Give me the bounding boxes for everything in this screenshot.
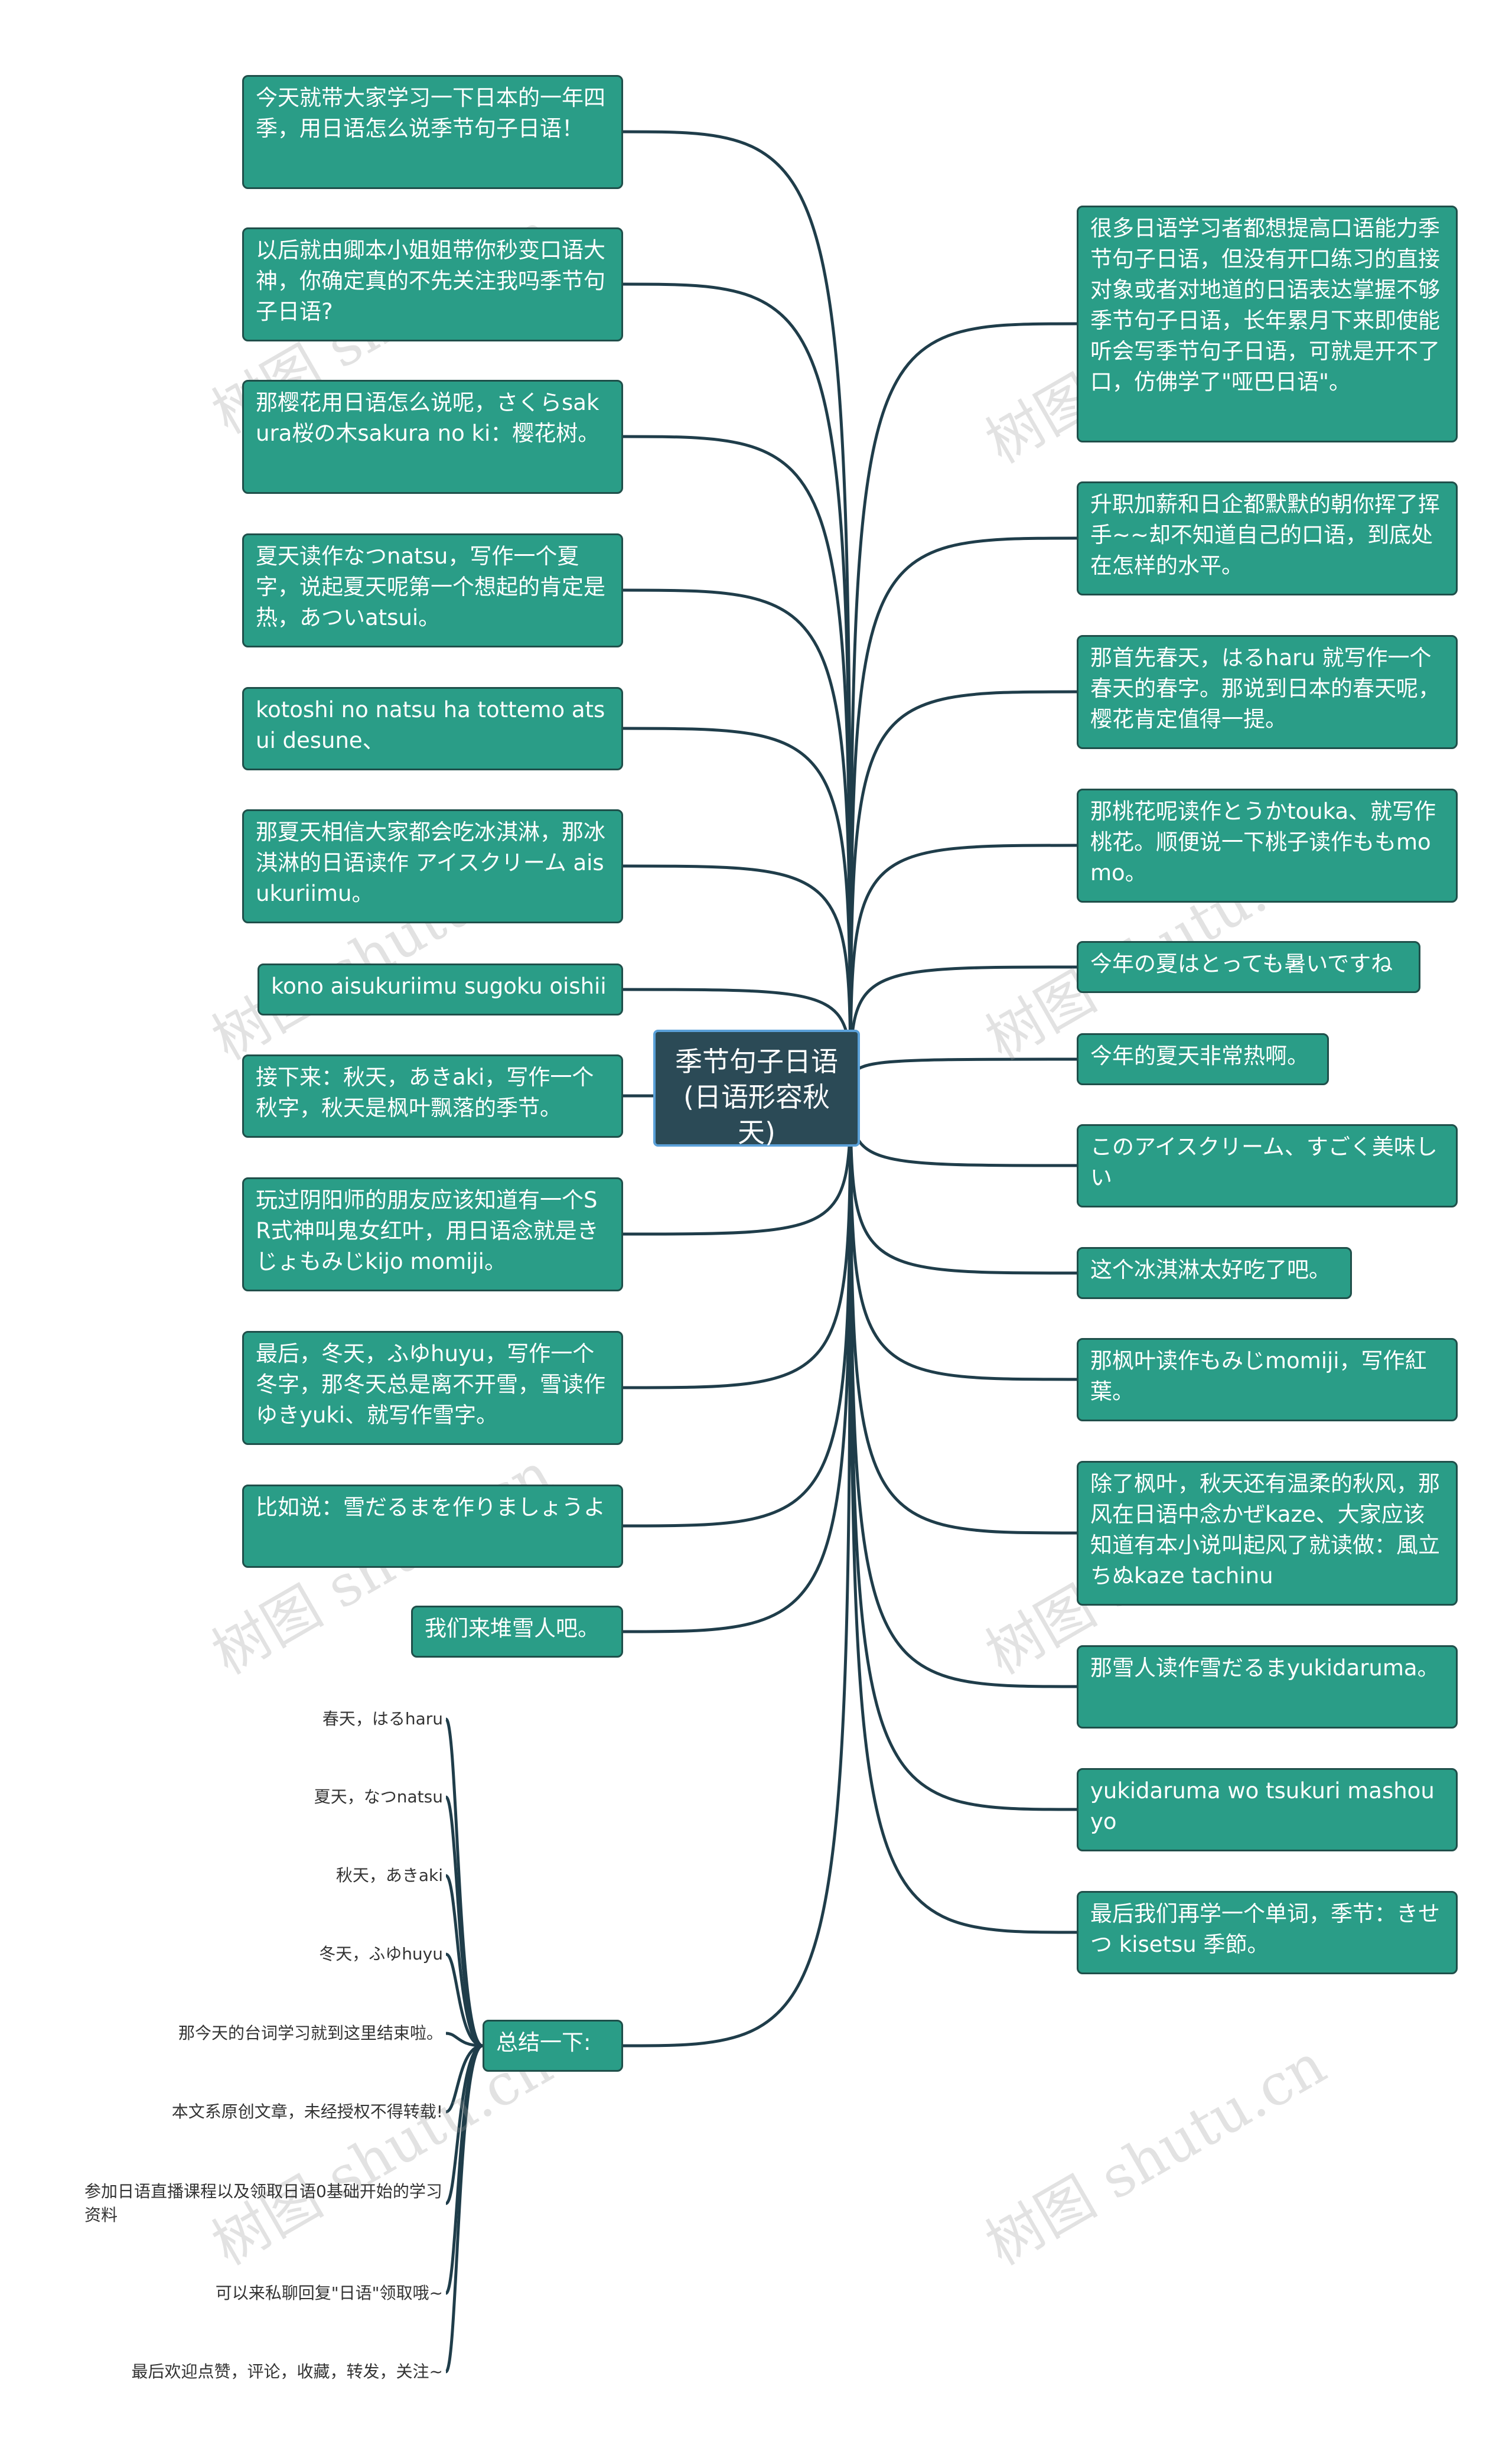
topic-node[interactable]: 那桃花呢读作とうかtouka、就写作桃花。顺便说一下桃子读作ももmomo。 (1077, 789, 1458, 903)
topic-node[interactable]: 除了枫叶，秋天还有温柔的秋风，那风在日语中念かぜkaze、大家应该知道有本小说叫… (1077, 1461, 1458, 1606)
connector-line (445, 2044, 483, 2114)
summary-item: 冬天，ふゆhuyu (319, 1944, 443, 1964)
root-topic[interactable]: 季节句子日语(日语形容秋天) (653, 1030, 860, 1148)
connector-line (849, 1088, 1077, 1381)
connector-line (623, 130, 852, 1089)
summary-item: 秋天，あきaki (335, 1866, 443, 1885)
summary-item: 春天，はるharu (322, 1709, 443, 1729)
connector-line (444, 1874, 483, 2048)
connector-line (849, 690, 1077, 1089)
topic-node[interactable]: 最后，冬天，ふゆhuyu，写作一个冬字，那冬天总是离不开雪，雪读作ゆきyuki、… (242, 1331, 623, 1445)
connector-line (849, 1088, 1077, 1275)
summary-item: 参加日语直播课程以及领取日语0基础开始的学习资料 (84, 2182, 442, 2225)
summary-item: 本文系原创文章，未经授权不得转载! (171, 2102, 443, 2121)
connector-line (849, 1057, 1077, 1089)
connector-line (849, 1088, 1077, 1167)
connector-line (849, 1088, 1077, 1535)
connector-line (444, 1795, 483, 2048)
connector-line (623, 1088, 852, 1633)
topic-node[interactable]: 那樱花用日语怎么说呢，さくらsakura桜の木sakura no ki：樱花树。 (242, 380, 623, 494)
connector-line (623, 282, 852, 1089)
topic-node[interactable]: 今天就带大家学习一下日本的一年四季，用日语怎么说季节句子日语！ (242, 75, 623, 189)
topic-node[interactable]: 玩过阴阳师的朋友应该知道有一个SR式神叫鬼女红叶，用日语念就是きじょもみじkij… (242, 1177, 623, 1291)
topic-node[interactable]: 升职加薪和日企都默默的朝你挥了挥手~~却不知道自己的口语，到底处在怎样的水平。 (1077, 481, 1458, 595)
topic-node[interactable]: 今年的夏天非常热啊。 (1077, 1033, 1329, 1085)
connector-line (445, 2032, 483, 2048)
topic-node[interactable]: 这个冰淇淋太好吃了吧。 (1077, 1247, 1352, 1299)
topic-node[interactable]: 以后就由卿本小姐姐带你秒变口语大神，你确定真的不先关注我吗季节句子日语? (242, 227, 623, 341)
topic-node[interactable]: 那夏天相信大家都会吃冰淇淋，那冰淇淋的日语读作 アイスクリーム aisukuri… (242, 809, 623, 923)
topic-node[interactable]: 那首先春天，はるharu 就写作一个春天的春字。那说到日本的春天呢，樱花肯定值得… (1077, 635, 1458, 749)
connector-line (623, 1088, 852, 2048)
connector-line (849, 536, 1077, 1089)
topic-node[interactable]: 那雪人读作雪だるまyukidaruma。 (1077, 1645, 1458, 1729)
connector-line (849, 844, 1077, 1089)
connector-line (849, 1088, 1077, 1811)
topic-node[interactable]: このアイスクリーム、すごく美味しい (1077, 1124, 1458, 1207)
connector-line (849, 1088, 1077, 1688)
connector-line (849, 322, 1077, 1089)
connector-line (444, 2044, 484, 2374)
topic-node[interactable]: kotoshi no natsu ha tottemo atsui desune… (242, 687, 623, 770)
topic-node[interactable]: 我们来堆雪人吧。 (411, 1606, 623, 1658)
topic-node[interactable]: 接下来：秋天，あきaki，写作一个秋字，秋天是枫叶飘落的季节。 (242, 1054, 623, 1138)
summary-item: 那今天的台词学习就到这里结束啦。 (178, 2023, 443, 2043)
connector-line (445, 1952, 483, 2048)
connector-line (849, 965, 1077, 1089)
topic-node[interactable]: 很多日语学习者都想提高口语能力季节句子日语，但没有开口练习的直接对象或者对地道的… (1077, 206, 1458, 442)
summary-item: 可以来私聊回复"日语"领取哦~ (215, 2283, 443, 2303)
topic-node[interactable]: kono aisukuriimu sugoku oishii (258, 964, 623, 1015)
connector-line (849, 1088, 1077, 1934)
topic-node[interactable]: 夏天读作なつnatsu，写作一个夏字，说起夏天呢第一个想起的肯定是热，あついat… (242, 533, 623, 647)
topic-node[interactable]: 那枫叶读作もみじmomiji，写作紅葉。 (1077, 1338, 1458, 1421)
topic-node[interactable]: 最后我们再学一个单词，季节：きせつ kisetsu 季節。 (1077, 1891, 1458, 1974)
topic-node[interactable]: yukidaruma wo tsukuri mashouyo (1077, 1768, 1458, 1851)
summary-node[interactable]: 总结一下: (483, 2020, 623, 2072)
summary-item: 夏天，なつnatsu (314, 1787, 443, 1806)
connector-line (623, 435, 852, 1089)
topic-node[interactable]: 今年の夏はとっても暑いですね (1077, 941, 1420, 993)
connector-line (623, 1088, 852, 1528)
summary-item: 最后欢迎点赞，评论，收藏，转发，关注~ (131, 2362, 443, 2381)
topic-node[interactable]: 比如说：雪だるまを作りましょうよ (242, 1485, 623, 1568)
connector-line (623, 588, 852, 1089)
